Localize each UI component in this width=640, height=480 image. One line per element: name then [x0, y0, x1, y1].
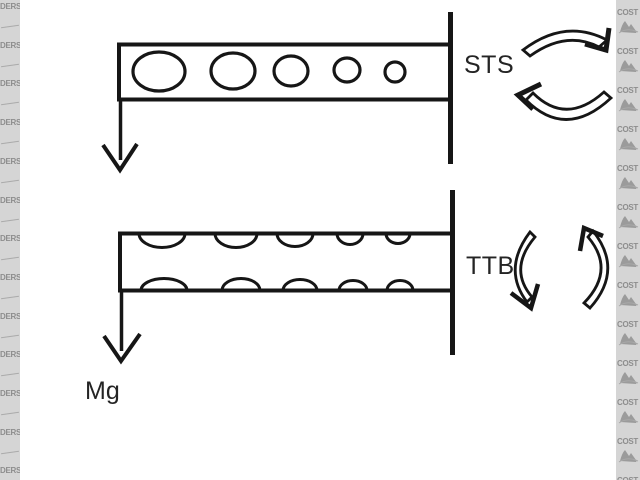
- mountain-logo-icon: [618, 255, 639, 268]
- bubble-cap: [139, 277, 189, 291]
- watermark-text: COST: [617, 359, 639, 368]
- weight-label: Mg: [85, 377, 120, 405]
- mountain-logo-icon: [618, 177, 639, 190]
- sts-rotation-arc-bottom: [524, 90, 614, 121]
- watermark-text: COST: [617, 281, 639, 290]
- watermark-text: COST: [617, 320, 639, 329]
- ttb-rotation-arrowhead-right-icon: [577, 224, 604, 252]
- bubble: [272, 54, 310, 88]
- bubble: [131, 50, 187, 93]
- ttb-rotation-arrowhead-left-icon: [509, 283, 541, 312]
- sts-rotation-arrowhead-bottom-icon: [513, 81, 543, 111]
- ttb-top-bumps: [137, 233, 412, 249]
- ttb-label: TTB: [466, 252, 515, 280]
- bubble-cap: [335, 233, 365, 246]
- mountain-logo-icon: [618, 333, 639, 346]
- watermark-text: DERS.: [0, 118, 20, 128]
- watermark-text: DERS.: [0, 234, 20, 244]
- bubble-cap: [384, 233, 412, 245]
- bubble-cap: [337, 279, 369, 291]
- rotation-arrows-ttb: [509, 224, 610, 312]
- mountain-logo-icon: [618, 138, 639, 151]
- watermark-strip-right: COST COST COST COST COST COST COST COST …: [616, 0, 640, 480]
- ttb-rotation-arc-right: [581, 228, 610, 310]
- ttb-tube: [102, 190, 455, 365]
- watermark-text: DERS.: [0, 466, 20, 476]
- mountain-logo-icon: [618, 60, 639, 73]
- sts-weight-arrowhead-icon: [101, 142, 139, 174]
- watermark-text: COST: [617, 203, 639, 212]
- watermark-text: COST: [617, 8, 639, 17]
- rotation-arrows-sts: [513, 27, 614, 121]
- sts-bubbles: [131, 50, 407, 93]
- watermark-text: COST: [617, 125, 639, 134]
- ttb-bottom-bumps: [139, 277, 415, 291]
- ttb-rotation-arc-left: [513, 229, 537, 305]
- watermark-text: DERS.: [0, 195, 20, 205]
- sts-label: STS: [464, 51, 515, 79]
- watermark-text: DERS.: [0, 427, 20, 437]
- watermark-text: DERS.: [0, 79, 20, 89]
- watermark-text: DERS.: [0, 311, 20, 321]
- bubble-cap: [281, 278, 319, 291]
- mountain-logo-icon: [618, 411, 639, 424]
- watermark-text: COST: [617, 86, 639, 95]
- watermark-text: COST: [617, 242, 639, 251]
- mountain-logo-icon: [618, 216, 639, 229]
- mountain-logo-icon: [618, 294, 639, 307]
- mountain-logo-icon: [618, 21, 639, 34]
- sts-rotation-arrowhead-top-icon: [584, 27, 612, 54]
- bubble-cap: [385, 279, 415, 291]
- watermark-text: DERS.: [0, 2, 20, 11]
- watermark-text: COST: [617, 437, 639, 446]
- watermark-text: DERS.: [0, 389, 20, 398]
- watermark-text: DERS.: [0, 272, 20, 282]
- watermark-text: DERS.: [0, 40, 20, 50]
- watermark-strip-left: DERS. DERS. DERS. DERS. DERS. DERS. DERS. DERS.…: [0, 0, 20, 480]
- watermark-text: COST: [617, 476, 638, 480]
- sts-rotation-arc-top: [520, 29, 610, 58]
- bubble-cap: [137, 233, 187, 249]
- watermark-text: COST: [617, 47, 639, 56]
- watermark-text: COST: [617, 398, 639, 407]
- watermark-text: COST: [617, 164, 639, 173]
- bubble: [209, 51, 257, 91]
- bubble-cap: [275, 233, 315, 248]
- bubble: [332, 56, 362, 84]
- ttb-weight-arrowhead-icon: [102, 332, 142, 365]
- mountain-logo-icon: [618, 450, 639, 463]
- bubble: [383, 60, 407, 84]
- bubble-cap: [213, 233, 259, 249]
- mountain-logo-icon: [618, 99, 639, 112]
- watermark-text: DERS.: [0, 350, 20, 360]
- watermark-text: DERS.: [0, 156, 20, 166]
- sts-tube: [101, 12, 453, 174]
- mountain-logo-icon: [618, 372, 639, 385]
- bubble-cap: [220, 277, 262, 291]
